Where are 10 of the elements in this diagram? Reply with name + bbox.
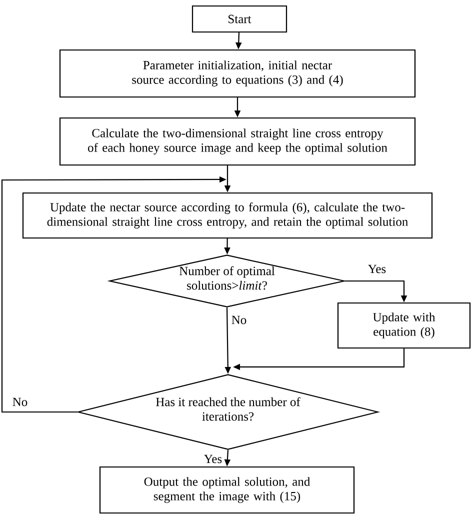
- process-box: Calculate the two-dimensional straight line cross entropy of each honey source image and keep the optimal solution: [59, 117, 416, 166]
- process-box: Start: [192, 5, 288, 33]
- edge-label: No: [11, 396, 29, 408]
- edge-label: Yes: [366, 264, 388, 274]
- edge-label: Yes: [202, 454, 224, 464]
- edge-label: No: [230, 314, 248, 326]
- process-box: Output the optimal solution, and segment the image with (15): [99, 466, 355, 514]
- process-box: Update with equation (8): [337, 302, 471, 349]
- process-box: Parameter initialization, initial nectar source according to equations (3) and (4): [59, 49, 416, 98]
- process-box: Update the nectar source according to formula (6), calculate the two-dimensional straight line cross entropy, and retain the optimal solution: [22, 192, 433, 239]
